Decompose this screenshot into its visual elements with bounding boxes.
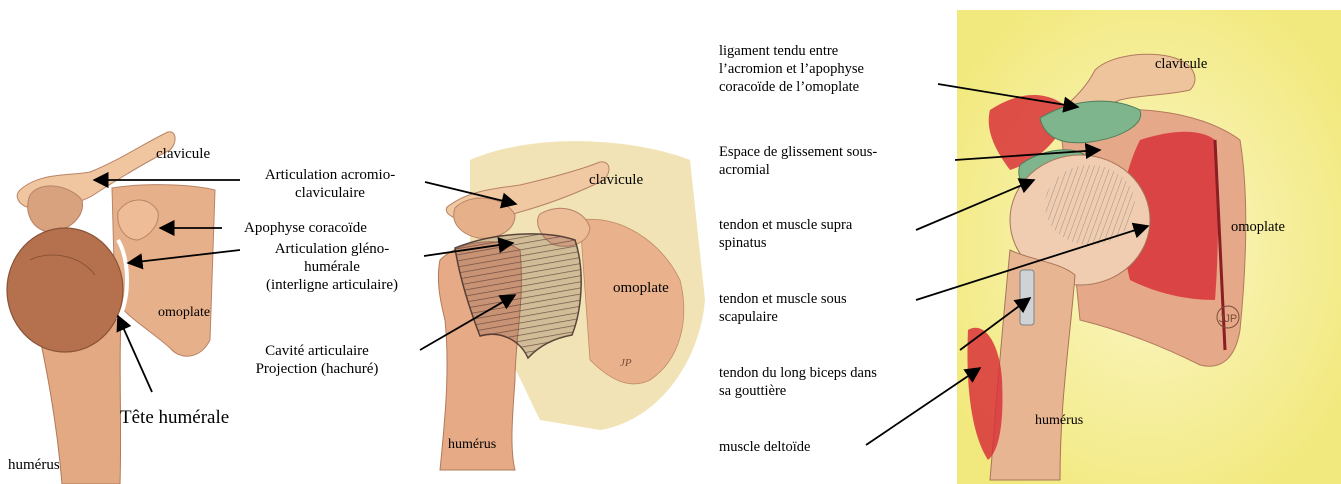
label-supra-line1: tendon et muscle supra bbox=[719, 216, 852, 234]
label-ligament-line2: l’acromion et l’apophyse bbox=[719, 60, 864, 78]
right-label-clavicule: clavicule bbox=[1155, 55, 1207, 73]
middle-label-omoplate: omoplate bbox=[613, 279, 669, 297]
right-label-humerus: humérus bbox=[1035, 413, 1083, 429]
label-sous-scapulaire: tendon et muscle sous scapulaire bbox=[719, 290, 847, 326]
label-supra-spinatus: tendon et muscle supra spinatus bbox=[719, 216, 852, 252]
middle-label-clavicule: clavicule bbox=[589, 171, 643, 189]
label-ligament: ligament tendu entre l’acromion et l’apo… bbox=[719, 42, 864, 96]
middle-signature: JP bbox=[620, 354, 632, 372]
left-label-tete-humerale: Tête humérale bbox=[120, 409, 229, 427]
right-shoulder-illustration: JJP bbox=[957, 10, 1341, 484]
label-biceps-line2: sa gouttière bbox=[719, 382, 877, 400]
label-long-biceps: tendon du long biceps dans sa gouttière bbox=[719, 364, 877, 400]
right-biceps-tendon bbox=[1020, 270, 1034, 325]
right-signature: JJP bbox=[1219, 313, 1237, 325]
label-apophyse-coracoide: Apophyse coracoïde bbox=[244, 219, 367, 237]
label-espace-line1: Espace de glissement sous- bbox=[719, 143, 877, 161]
label-biceps-line1: tendon du long biceps dans bbox=[719, 364, 877, 382]
left-acromion bbox=[28, 186, 83, 232]
label-ligament-line3: coracoïde de l’omoplate bbox=[719, 78, 864, 96]
label-articulation-acromio-line2: claviculaire bbox=[230, 184, 430, 202]
label-sous-line1: tendon et muscle sous bbox=[719, 290, 847, 308]
right-label-omoplate: omoplate bbox=[1231, 218, 1285, 236]
label-espace-glissement: Espace de glissement sous- acromial bbox=[719, 143, 877, 179]
label-articulation-gleno-line2: humérale bbox=[232, 258, 432, 276]
label-cavite-line2: Projection (hachuré) bbox=[232, 360, 402, 378]
label-cavite-line1: Cavité articulaire bbox=[232, 342, 402, 360]
label-articulation-gleno-line1: Articulation gléno- bbox=[232, 240, 432, 258]
middle-label-humerus: humérus bbox=[448, 437, 496, 453]
label-supra-line2: spinatus bbox=[719, 234, 852, 252]
left-label-humerus: humérus bbox=[8, 456, 60, 474]
label-ligament-line1: ligament tendu entre bbox=[719, 42, 864, 60]
left-label-clavicule: clavicule bbox=[156, 145, 210, 163]
label-deltoide: muscle deltoïde bbox=[719, 438, 810, 456]
middle-shoulder-illustration bbox=[438, 141, 705, 470]
left-humeral-head bbox=[7, 228, 123, 352]
label-articulation-acromio-claviculaire: Articulation acromio- claviculaire bbox=[230, 166, 430, 202]
label-cavite-articulaire: Cavité articulaire Projection (hachuré) bbox=[232, 342, 402, 378]
label-articulation-acromio-line1: Articulation acromio- bbox=[230, 166, 430, 184]
label-articulation-gleno-line3: (interligne articulaire) bbox=[232, 276, 432, 294]
label-espace-line2: acromial bbox=[719, 161, 877, 179]
label-sous-line2: scapulaire bbox=[719, 308, 847, 326]
label-articulation-gleno-humerale: Articulation gléno- humérale (interligne… bbox=[232, 240, 432, 294]
left-label-omoplate: omoplate bbox=[158, 304, 210, 322]
